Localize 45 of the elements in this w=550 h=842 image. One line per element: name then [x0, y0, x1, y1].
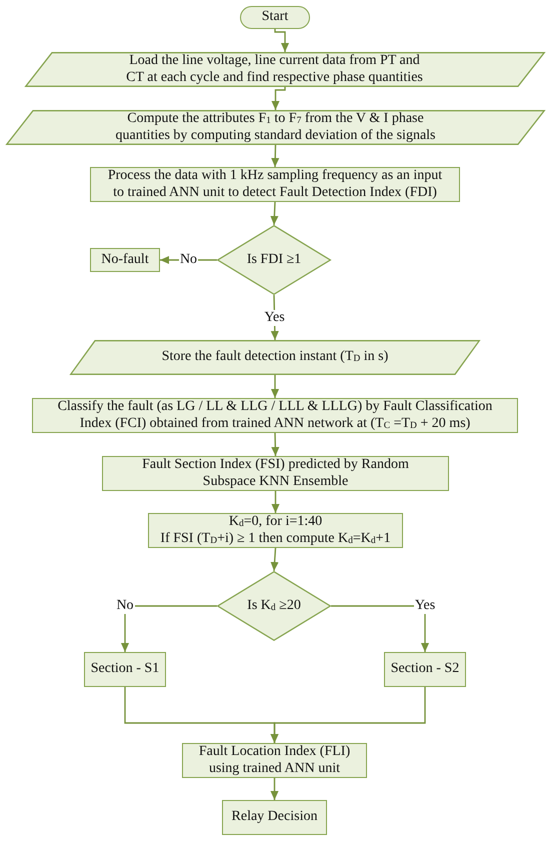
arrow: [331, 605, 430, 652]
step-text: K$_{d}$=0, for i=1:40: [228, 514, 322, 530]
input-output-parallelogram: [25, 52, 545, 87]
step-text: Process the data with 1 kHz sampling frequency as an input to trained ANN unit to detect Fault Detection Index (FDI): [106, 168, 444, 201]
arrow: [274, 29, 290, 52]
arrow: [271, 144, 280, 168]
step-text: If FSI (T$_{D}$+i) ≥ 1 then compute K$_{d}$=K$_{d}$+1: [160, 530, 391, 547]
process-box: [148, 513, 403, 548]
input-output-parallelogram: [70, 340, 480, 375]
arrow: [271, 432, 280, 456]
step-text: Section - S1: [90, 661, 160, 678]
step-text: Compute the attributes F$_{1}$ to F$_{7}$ from the V & I phase quantities by computing standard deviation of the signals: [114, 111, 436, 144]
start-terminator: [240, 6, 310, 29]
arrow: [270, 778, 279, 800]
edge-label: Yes: [263, 310, 286, 326]
process-box: [384, 652, 466, 687]
step-text: Fault Section Index (FSI) predicted by Random Subspace KNN Ensemble: [141, 457, 410, 490]
edge-label: No: [115, 598, 135, 614]
arrow: [270, 375, 280, 398]
step-text: Section - S2: [390, 661, 460, 678]
process-box: [32, 398, 518, 433]
step-text: Relay Decision: [232, 809, 318, 826]
process-box: [102, 456, 449, 491]
process-box: [84, 652, 166, 687]
step-text: Store the fault detection instant (T$_{D}$ in s): [162, 349, 388, 366]
process-box: [90, 248, 160, 272]
step-text: Load the line voltage, line current data from PT and CT at each cycle and find respective phase quantities: [125, 53, 424, 86]
input-output-parallelogram: [6, 110, 545, 145]
decision-diamond: [217, 225, 331, 295]
arrow: [270, 548, 279, 572]
arrow: [271, 87, 286, 110]
step-text: No-fault: [101, 252, 149, 268]
edge-label: Yes: [414, 598, 436, 614]
step-text: Start: [262, 9, 288, 26]
step-text: Fault Location Index (FLI) using trained ANN unit: [198, 744, 352, 777]
arrow: [270, 687, 426, 743]
condition-text: Is FDI ≥1: [246, 252, 302, 268]
arrow: [120, 605, 217, 652]
process-box: [222, 800, 327, 835]
process-box: [182, 743, 367, 778]
decision-diamond: [217, 571, 331, 641]
arrow: [270, 202, 278, 226]
condition-text: Is K$_{d}$ ≥20: [247, 598, 301, 614]
step-text: Classify the fault (as LG / LL & LLG / LLL & LLLG) by Fault Classification Index (FCI) obtained from trained ANN network at (T$_{C}$ =T$_{D}$ + 20 ms): [56, 399, 494, 432]
arrow: [271, 491, 280, 513]
